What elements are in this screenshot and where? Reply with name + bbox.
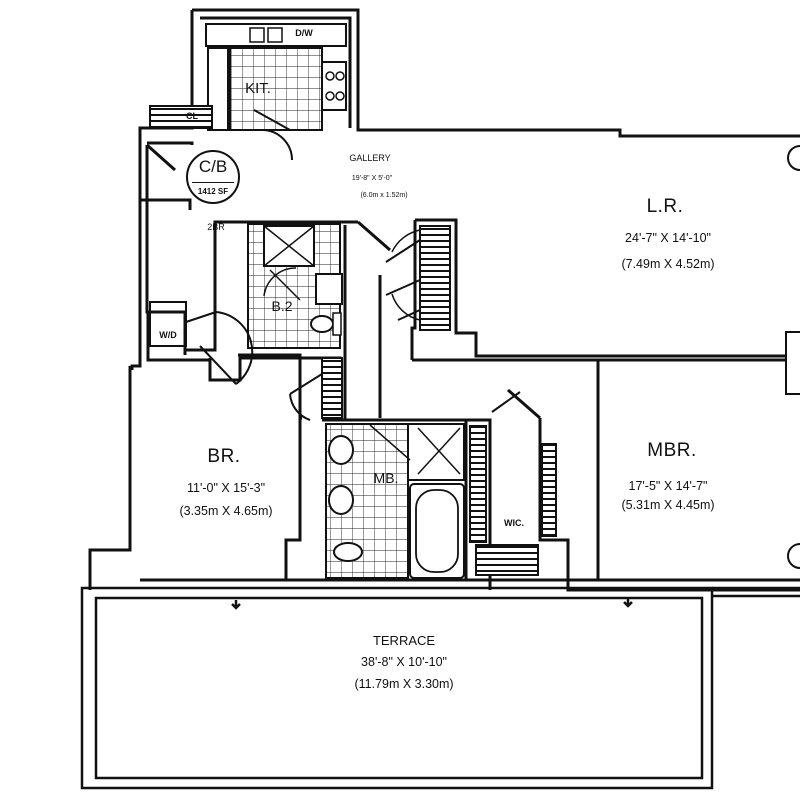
gallery-dim-imperial: 19'-8" X 5'-0" [351,175,393,182]
bath-2 [247,223,343,349]
kitchen [149,23,347,161]
gallery-dim-metric: (6.0m x 1.52m) [360,192,408,199]
laundry [149,301,254,385]
kitchen-label: KIT. [245,80,271,97]
living-room-name: L.R. [646,196,684,217]
terrace-dim-imperial: 38'-8" X 10'-10" [361,655,447,669]
hall-closet [289,357,343,421]
bath-2-label: B.2 [271,298,293,314]
terrace-dim-metric: (11.79m X 3.30m) [354,677,454,691]
gallery-closet [385,225,451,331]
bedroom-name: BR. [207,446,241,467]
walk-in-closet [469,391,557,576]
bedroom-dim-metric: (3.35m X 4.65m) [179,504,273,518]
closet-label: CL [186,111,198,121]
living-room-dim-imperial: 24'-7" X 14'-10" [625,231,711,245]
unit-code: C/B [198,157,228,176]
interior-walls [140,218,800,592]
master-bedroom-dim-metric: (5.31m X 4.45m) [621,498,715,512]
dishwasher-label: D/W [295,28,313,38]
master-bath [325,423,465,579]
laundry-label: W/D [159,330,177,340]
unit-badge: C/B 1412 SF [186,150,240,204]
unit-type: 2BR [207,222,225,232]
badge-divider [192,182,234,183]
master-bath-label: MB. [373,470,399,486]
gallery-name: GALLERY [349,153,391,163]
unit-area: 1412 SF [197,187,229,196]
walk-in-closet-label: WIC. [504,518,524,528]
terrace-outline [80,586,800,790]
master-bedroom-dim-imperial: 17'-5" X 14'-7" [628,479,708,493]
windows [785,145,800,569]
master-bedroom-name: MBR. [647,440,697,461]
living-room-dim-metric: (7.49m X 4.52m) [621,257,715,271]
terrace-name: TERRACE [372,633,436,648]
bedroom-dim-imperial: 11'-0" X 15'-3" [186,481,266,495]
exterior-walls [88,8,800,590]
